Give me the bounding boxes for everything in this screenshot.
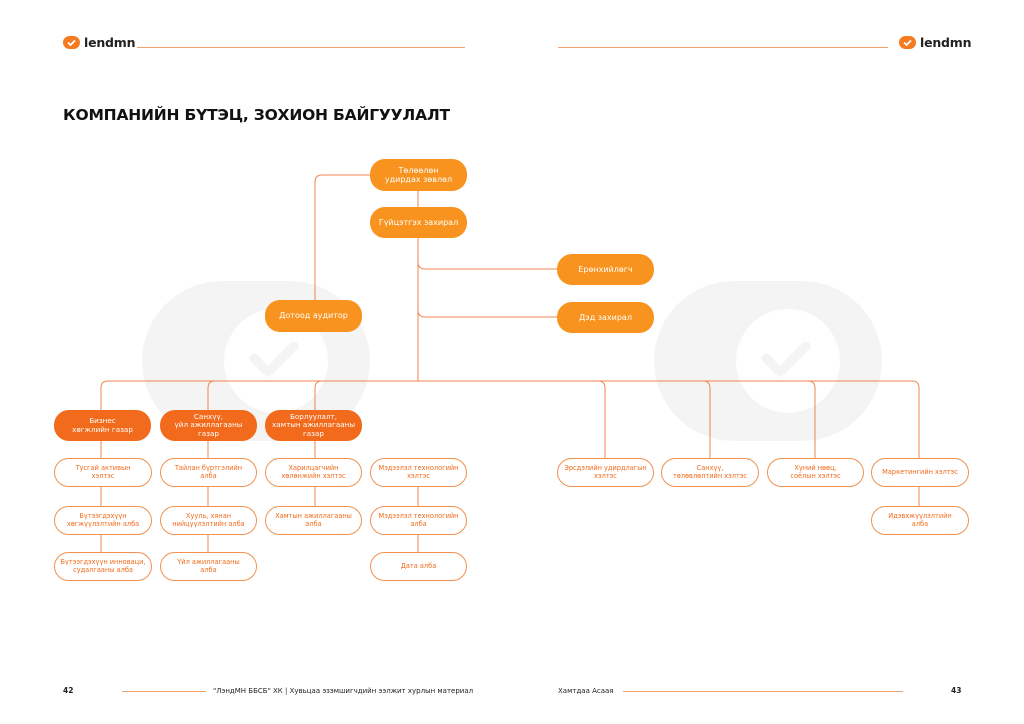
node-unit-customer: Харилцагчийн хөлөнжийн хэлтэс [265, 458, 362, 487]
node-unit-treasury: Санхүү, төлөвлөлтийн хэлтэс [661, 458, 759, 487]
node-dept-business: Бизнес хөгжлийн газар [54, 410, 151, 441]
page-number-right: 43 [951, 686, 962, 695]
node-dept-sales: Борлуулалт, хамтын ажиллагааны газар [265, 410, 362, 441]
node-unit-product-innov: Бүтээгдэхүүн инноваци, судалгааны алба [54, 552, 152, 581]
node-unit-it-office: Мэдээлэл технологийн алба [370, 506, 467, 535]
node-unit-partnership: Хамтын ажиллагааны алба [265, 506, 362, 535]
node-unit-reporting: Тайлан бүртгэлийн алба [160, 458, 257, 487]
node-unit-it-dept: Мэдээлэл технологийн хэлтэс [370, 458, 467, 487]
footer-rule-left [122, 691, 206, 692]
logo-icon [63, 36, 80, 49]
logo-right: lendmn [899, 35, 972, 50]
footer-section: Хамтдаа Асаая [558, 687, 614, 695]
node-president: Ерөнхийлөгч [557, 254, 654, 285]
node-unit-activation: Идэвхжүүлэлтийн алба [871, 506, 969, 535]
logo-text: lendmn [84, 35, 136, 50]
node-board: Төлөөлөн удирдах зөвлөл [370, 159, 467, 191]
page-number-left: 42 [63, 686, 74, 695]
node-deputy: Дэд захирал [557, 302, 654, 333]
footer-rule-right [623, 691, 903, 692]
logo-icon [899, 36, 916, 49]
footer-doc-title: "ЛэндМН ББСБ" ХК | Хувьцаа эзэмшигчдийн … [213, 687, 474, 695]
node-auditor: Дотоод аудитор [265, 300, 362, 332]
node-unit-risk: Эрсдэлийн удирдлагын хэлтэс [557, 458, 654, 487]
node-ceo: Гүйцэтгэх захирал [370, 207, 467, 238]
node-unit-data: Дата алба [370, 552, 467, 581]
header-rule-left [137, 47, 465, 48]
logo-left: lendmn [63, 35, 136, 50]
node-unit-product-dev: Бүтээгдэхүүн хөгжүүлэлтийн алба [54, 506, 152, 535]
header-rule-right [558, 47, 888, 48]
page-title: КОМПАНИЙН БҮТЭЦ, ЗОХИОН БАЙГУУЛАЛТ [63, 106, 450, 124]
node-unit-operations: Үйл ажиллагааны алба [160, 552, 257, 581]
node-unit-special-assets: Тусгай активын хэлтэс [54, 458, 152, 487]
node-dept-finance: Санхүү, үйл ажиллагааны газар [160, 410, 257, 441]
node-unit-marketing: Маркетингийн хэлтэс [871, 458, 969, 487]
node-unit-legal: Хууль, хянан нийцүүлэлтийн алба [160, 506, 257, 535]
node-unit-hr: Хүний нөөц, соёлын хэлтэс [767, 458, 864, 487]
logo-text: lendmn [920, 35, 972, 50]
